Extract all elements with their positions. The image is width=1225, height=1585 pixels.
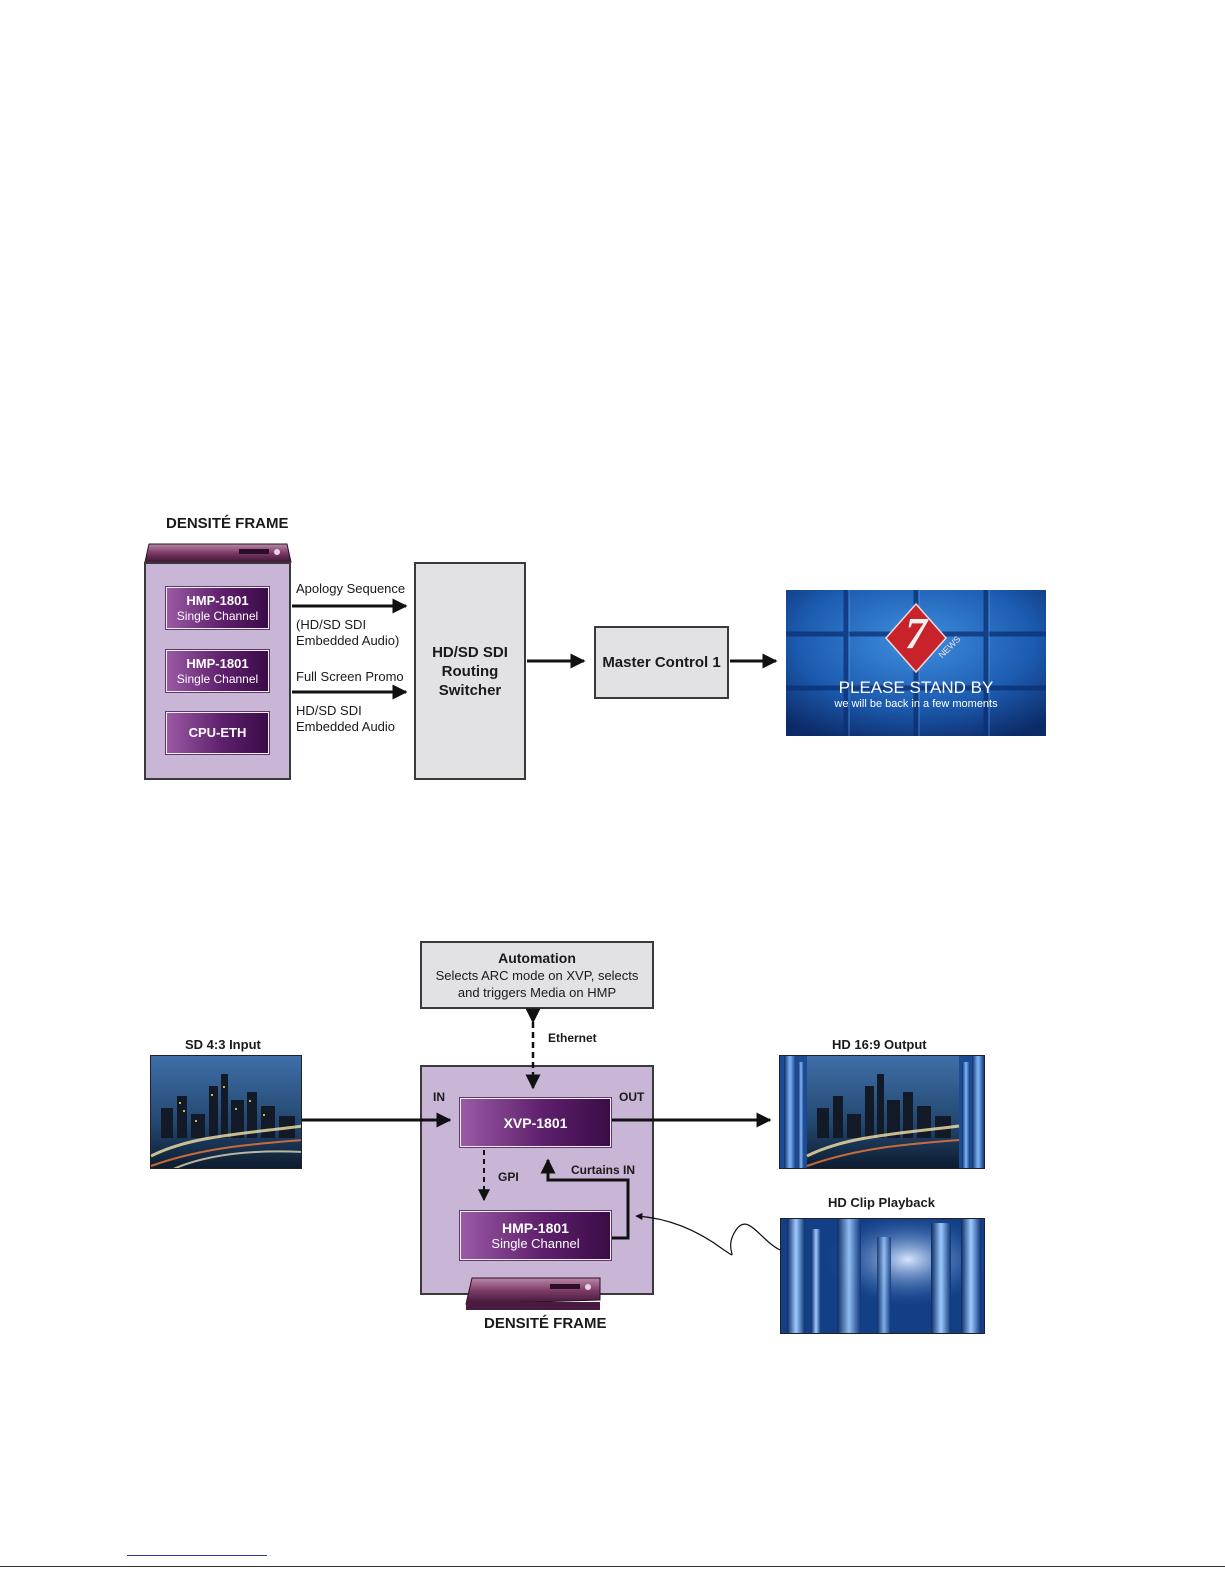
ethernet-label: Ethernet: [548, 1031, 597, 1045]
in-label: IN: [433, 1090, 445, 1104]
densite-frame-rack-2: [465, 1277, 601, 1310]
label-promo-format-1: HD/SD SDI: [296, 703, 362, 718]
automation-title: Automation: [498, 950, 576, 966]
automation-box: Automation Selects ARC mode on XVP, sele…: [420, 941, 654, 1009]
module-a-sub: Single Channel: [176, 608, 259, 623]
automation-desc-2: and triggers Media on HMP: [457, 985, 617, 1000]
curtains-output-image: [780, 1056, 984, 1168]
gpi-label: GPI: [498, 1170, 519, 1184]
hd-output-image: [779, 1055, 985, 1169]
clip-playback-label: HD Clip Playback: [828, 1195, 935, 1210]
hmp-1801-module-b: HMP-1801 Single Channel: [166, 650, 269, 692]
master-control-label: Master Control 1: [602, 654, 721, 671]
hmp-c-sub: Single Channel: [491, 1236, 580, 1251]
hd-clip-image: [780, 1218, 985, 1334]
xvp-label: XVP-1801: [503, 1114, 568, 1131]
curtain-clip-image: [781, 1219, 984, 1333]
logo-number: 7: [905, 609, 927, 658]
label-promo-format-2: Embedded Audio: [296, 719, 396, 734]
standby-headline: PLEASE STAND BY: [838, 678, 994, 697]
router-line-2: Routing: [441, 662, 499, 680]
standby-subline: we will be back in a few moments: [834, 698, 998, 710]
hmp-1801-module-c: HMP-1801 Single Channel: [460, 1211, 611, 1260]
router-line-1: HD/SD SDI: [432, 643, 508, 661]
frame-title-2: DENSITÉ FRAME: [484, 1315, 607, 1332]
hmp-c-name: HMP-1801: [502, 1220, 569, 1236]
input-label: SD 4:3 Input: [185, 1037, 261, 1052]
xvp-1801-module: XVP-1801: [460, 1098, 611, 1147]
router-line-3: Switcher: [438, 681, 502, 699]
label-apology-format-2: Embedded Audio): [296, 633, 400, 648]
hmp-1801-module-a: HMP-1801 Single Channel: [166, 587, 269, 629]
footnote-rule: [127, 1555, 267, 1556]
master-control-box: Master Control 1: [594, 626, 729, 699]
logo-diamond: [884, 602, 948, 674]
page-bottom-rule: [0, 1566, 1225, 1567]
clip-cable: [635, 1212, 781, 1256]
module-b-name: HMP-1801: [186, 655, 249, 671]
automation-desc-1: Selects ARC mode on XVP, selects: [435, 968, 639, 983]
output-label: HD 16:9 Output: [832, 1037, 927, 1052]
routing-switcher-box: HD/SD SDI Routing Switcher: [414, 562, 526, 780]
sd-input-image: [150, 1055, 302, 1169]
city-night-image: [151, 1056, 301, 1168]
curtains-in-label: Curtains IN: [571, 1163, 636, 1177]
label-apology-format-1: (HD/SD SDI: [296, 617, 367, 632]
out-label: OUT: [619, 1090, 645, 1104]
module-b-sub: Single Channel: [176, 671, 259, 686]
monitor-background: [786, 590, 1046, 736]
label-full-screen-promo: Full Screen Promo: [296, 669, 404, 684]
frame-title-1: DENSITÉ FRAME: [166, 515, 289, 532]
module-a-name: HMP-1801: [186, 592, 249, 608]
cpu-eth-module: CPU-ETH: [166, 712, 269, 754]
label-apology-sequence: Apology Sequence: [296, 581, 406, 596]
module-c-name: CPU-ETH: [188, 725, 247, 740]
standby-monitor: 7 NEWS PLEASE STAND BY we will be back i…: [786, 590, 1046, 736]
